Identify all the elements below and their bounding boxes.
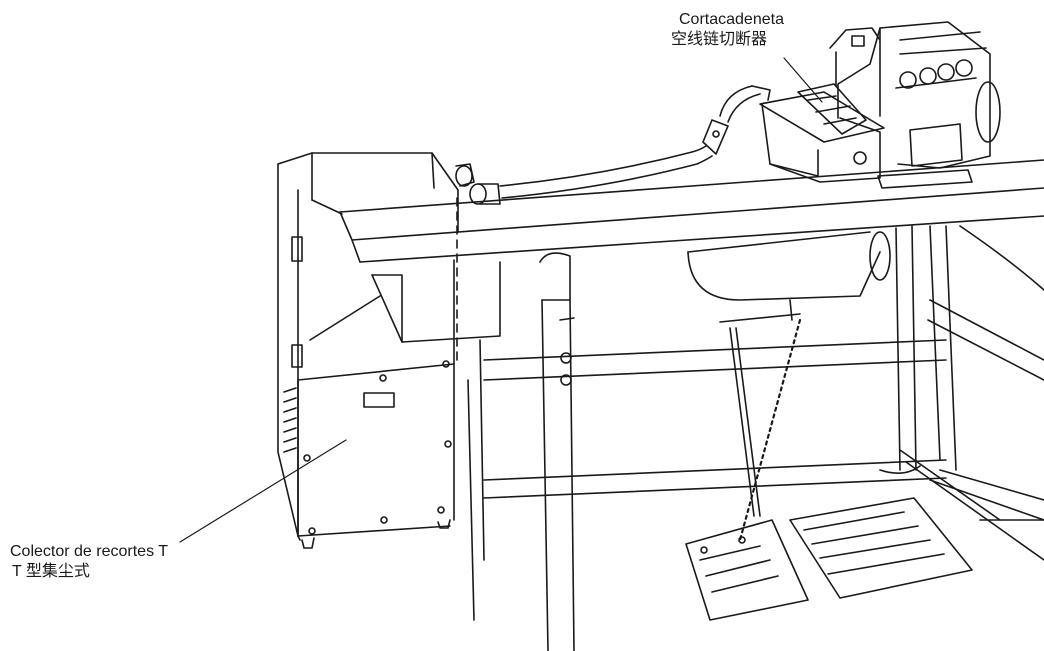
pedal-assembly [685,318,1044,621]
dust-collector-cabinet [277,152,501,549]
table-top [339,159,1044,263]
callout-chain-cutter-zh: 空线链切断器 [671,31,768,48]
leader-lines [179,57,823,543]
callout-chain-cutter-es: Cortacadeneta [679,11,784,28]
callout-chain-cutter: Cortacadeneta 空线链切断器 [671,10,784,50]
callout-trimmings-collector: Colector de recortes T T 型集尘式 [10,542,168,582]
callout-trimmings-collector-zh: T 型集尘式 [12,563,90,580]
overlock-machine [759,21,1001,189]
table-frame [467,225,1044,651]
callout-trimmings-collector-es: Colector de recortes T [10,543,168,560]
suction-hose [455,85,771,205]
motor [687,231,891,323]
